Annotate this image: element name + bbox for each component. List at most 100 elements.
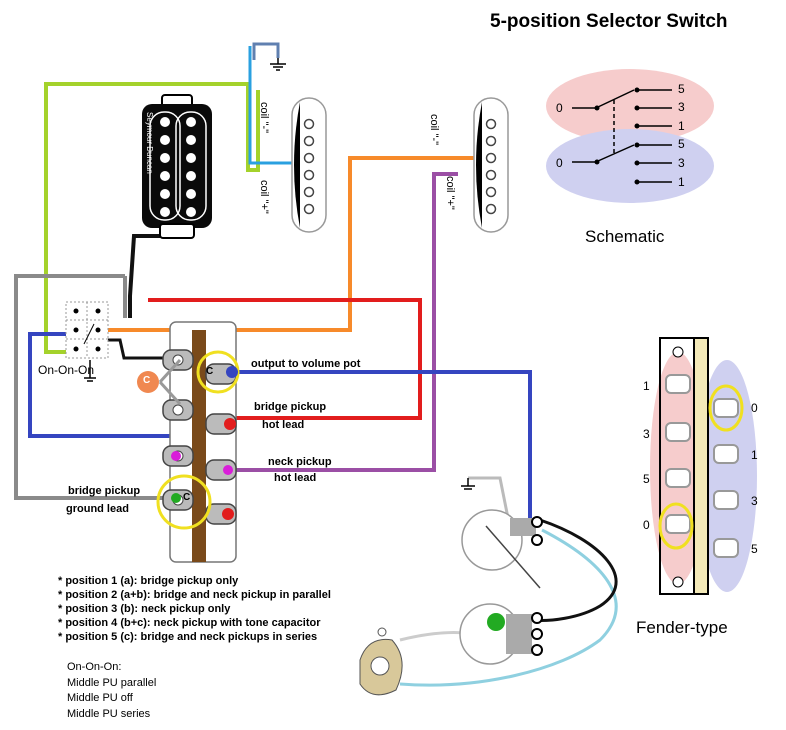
gray-pot-wire (468, 476, 510, 519)
pole-piece (186, 135, 196, 145)
fender-right-0: 0 (751, 401, 758, 415)
schematic-pos-bot-5: 5 (678, 137, 685, 151)
middle-pu-line: Middle PU parallel (67, 676, 157, 689)
schematic-common-top: 0 (556, 101, 563, 115)
schematic-pos-top-3: 3 (678, 100, 685, 114)
pole-piece (485, 135, 497, 147)
fender-lug-left (665, 422, 691, 442)
switch-terminal (73, 308, 79, 314)
schematic-label: Schematic (585, 227, 665, 246)
schematic-pos-bot-3: 3 (678, 156, 685, 170)
tone-pot (459, 603, 543, 665)
single-coil-neck-poles (303, 118, 315, 215)
schematic-pos-top-5: 5 (678, 82, 685, 96)
tone-capacitor-orange (137, 371, 159, 393)
pole-piece (160, 207, 170, 217)
fender-left-3: 3 (643, 427, 650, 441)
label-neck-hot-2: hot lead (274, 472, 317, 484)
pole-piece (303, 169, 315, 181)
fender-lug-left (665, 374, 691, 394)
page-title: 5-position Selector Switch (490, 11, 728, 32)
cap-label-ground: C (183, 492, 191, 503)
switch-terminal (95, 346, 101, 352)
note-item: * position 2 (a+b): bridge and neck pick… (58, 589, 331, 601)
cap-label-orange: C (143, 375, 151, 386)
pole-piece (186, 153, 196, 163)
on-on-on-label: On-On-On (38, 363, 95, 377)
pole-piece (303, 135, 315, 147)
coil-label-4: coil "+" (444, 176, 456, 210)
switch-terminal (95, 308, 101, 314)
ground-symbol-top (270, 58, 286, 71)
volume-pot (461, 509, 543, 589)
fender-right-1: 1 (751, 448, 758, 462)
coil-label-2: coil "+" (258, 180, 270, 214)
pole-piece (160, 171, 170, 181)
pole-piece (186, 189, 196, 199)
label-bridge-hot-1: bridge pickup (254, 401, 327, 413)
middle-pu-notes: On-On-On: Middle PU parallel Middle PU o… (67, 660, 156, 722)
single-coil-middle (473, 97, 509, 233)
pole-piece (303, 203, 315, 215)
coil-label-3: coil "-" (428, 114, 440, 146)
purple-wire (230, 172, 458, 472)
coil-label-1: coil "-" (258, 102, 270, 134)
on-on-on-terminals (73, 308, 101, 352)
pole-piece (485, 118, 497, 130)
fender-lug-right (713, 444, 739, 464)
position-notes: * position 1 (a): bridge pickup only * p… (58, 574, 331, 644)
blue-coil-wire-2 (248, 46, 296, 165)
fender-left-5: 5 (643, 472, 650, 486)
schematic-switch-lines (572, 89, 672, 183)
fender-right-3: 3 (751, 494, 758, 508)
note-item: * position 4 (b+c): neck pickup with ton… (58, 617, 321, 629)
ground-symbol-switch (84, 360, 96, 382)
gray-wire (14, 274, 175, 500)
schematic-common-bottom: 0 (556, 156, 563, 170)
pole-piece (186, 117, 196, 127)
black-pot-wire (529, 518, 618, 622)
lug-hole (172, 404, 184, 416)
pole-piece (160, 153, 170, 163)
highlight-circle-c-ground (156, 474, 212, 530)
blue-output-wire (226, 370, 532, 520)
middle-pu-heading: On-On-On: (67, 661, 122, 673)
schematic-pink-ellipse (546, 69, 714, 143)
pole-piece (186, 171, 196, 181)
fender-left-1: 1 (643, 379, 650, 393)
label-bridge-hot-2: hot lead (262, 419, 305, 431)
lightblue-wire (399, 528, 618, 687)
note-item: * position 3 (b): neck pickup only (58, 603, 231, 615)
output-jack (359, 627, 403, 696)
pole-piece (485, 169, 497, 181)
label-bridge-ground-2: ground lead (66, 503, 129, 515)
note-item: * position 5 (c): bridge and neck pickup… (58, 631, 318, 643)
fender-lug-right (713, 398, 739, 418)
bobbin-outline (175, 111, 207, 221)
pole-piece (160, 189, 170, 199)
red-wire (148, 298, 422, 420)
pole-piece (485, 152, 497, 164)
cap-label-output: C (206, 366, 214, 377)
green-dot (171, 493, 181, 503)
fender-lug-left (665, 468, 691, 488)
ground-symbol-pot (461, 478, 475, 490)
label-neck-hot-1: neck pickup (268, 456, 332, 468)
fender-lug-right (713, 490, 739, 510)
middle-pu-line: Middle PU off (67, 692, 133, 704)
humbucker-poles (149, 111, 207, 221)
fender-right-5: 5 (751, 542, 758, 556)
lug-right (205, 459, 237, 481)
schematic-lavender-ellipse (546, 129, 714, 203)
label-bridge-ground-1: bridge pickup (68, 485, 141, 497)
fender-highlight-right (708, 384, 744, 432)
pole-piece (303, 152, 315, 164)
blue-coil-wire (252, 42, 280, 60)
note-item: * position 1 (a): bridge pickup only (58, 575, 239, 587)
schematic-pos-bot-1: 1 (678, 175, 685, 189)
fender-switch-body (659, 337, 709, 595)
fender-label: Fender-type (636, 618, 728, 637)
lime-wire (44, 82, 260, 354)
single-coil-neck (291, 97, 327, 233)
pole-piece (186, 207, 196, 217)
